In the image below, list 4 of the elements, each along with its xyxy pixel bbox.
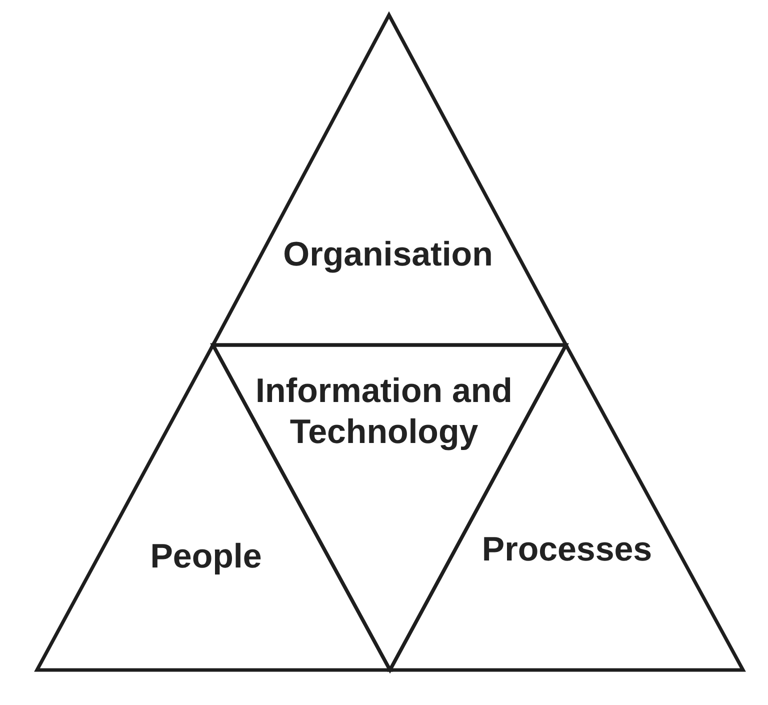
section-label: Organisation: [283, 234, 493, 276]
section-label: People: [150, 536, 262, 578]
section-label: Information and Technology: [254, 371, 514, 453]
section-label: Processes: [482, 530, 652, 570]
